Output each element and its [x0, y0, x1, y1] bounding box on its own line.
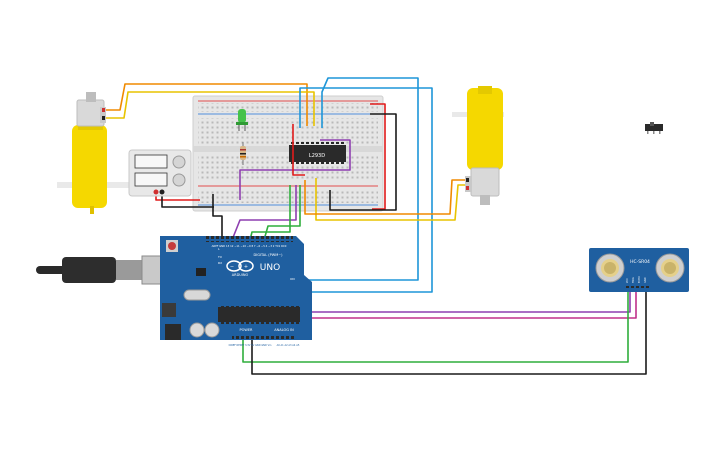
wire-black-psu[interactable] [161, 194, 214, 208]
analog-label: ANALOG IN [274, 328, 294, 332]
wire-black-gnd[interactable] [212, 194, 223, 240]
wire-green-d[interactable] [263, 185, 301, 241]
l293d-chip[interactable]: L293D [289, 142, 346, 165]
chip-label: L293D [309, 153, 325, 159]
breadboard [192, 95, 384, 212]
dc-motor-right[interactable] [452, 86, 504, 205]
rx-label: RX [218, 261, 222, 265]
l-label: L [218, 247, 220, 251]
digital-pin-labels: AREF GND 13 12 ~11 ~10 ~9 8 7 ~6 ~5 4 ~3… [212, 244, 287, 248]
sensor-pin-trig: TRIG [632, 277, 635, 283]
tx-label: TX [217, 255, 222, 259]
svg-text:+: + [244, 264, 248, 270]
wire-red-chip[interactable] [292, 124, 305, 176]
arduino-logo: − + [226, 260, 254, 272]
wire-green-vcc[interactable] [242, 290, 629, 363]
dc-motor-left[interactable] [57, 92, 135, 214]
power-label: POWER [240, 328, 254, 332]
arduino-uno-board[interactable]: − + ARDUINO UNO DIGITAL (PWM~) AREF GND … [36, 236, 312, 347]
wire-yellow-right[interactable] [315, 178, 470, 221]
logo-text: ARDUINO [232, 273, 249, 277]
digital-header-label: DIGITAL (PWM~) [253, 253, 283, 257]
analog-pin-labels: A0 A1 A2 A3 A4 A5 [277, 344, 300, 347]
wire-red-right[interactable] [370, 103, 386, 210]
wire-orange-left[interactable] [104, 83, 308, 126]
wire-black-right[interactable] [329, 113, 397, 211]
wire-black-gnd-sensor[interactable] [251, 290, 647, 375]
sensor-pin-echo: ECHO [638, 276, 641, 283]
wire-yellow-left[interactable] [104, 91, 315, 126]
power-pin-labels: IOREF RESET 3.3V 5V GND GND Vin [229, 344, 272, 347]
wire-orange-right[interactable] [304, 179, 470, 215]
svg-text:−: − [230, 264, 234, 270]
board-name: UNO [260, 263, 280, 273]
slide-switch[interactable] [645, 122, 663, 134]
sensor-pin-vcc: VCC [626, 278, 629, 283]
wire-purple-d[interactable] [231, 185, 297, 241]
resistor[interactable] [240, 142, 246, 165]
usb-cable[interactable] [36, 255, 169, 285]
green-led[interactable] [236, 109, 248, 131]
on-label: ON [290, 277, 295, 281]
wire-purple-chip[interactable] [239, 139, 351, 200]
ultrasonic-sensor[interactable]: HC-SR04 VCC TRIG ECHO GND [589, 248, 689, 292]
sensor-label: HC-SR04 [630, 259, 650, 265]
sensor-pin-gnd: GND [644, 277, 647, 283]
dual-power-supply[interactable] [128, 149, 192, 197]
